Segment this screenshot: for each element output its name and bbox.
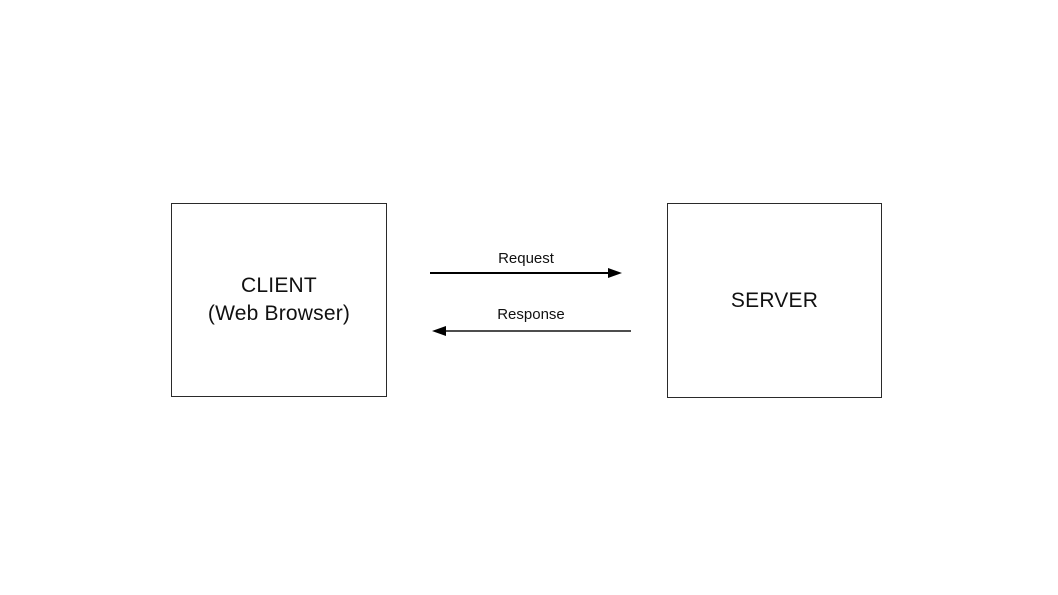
server-box: SERVER	[667, 203, 882, 398]
request-arrowhead-icon	[608, 268, 622, 278]
request-arrow-line	[430, 272, 609, 274]
client-title: CLIENT	[241, 274, 317, 297]
server-title: SERVER	[730, 288, 819, 312]
client-subtitle: (Web Browser)	[207, 302, 351, 325]
server-box-label: SERVER	[731, 287, 818, 315]
response-arrow-line	[446, 330, 631, 332]
request-arrow-label: Request	[498, 250, 554, 267]
response-arrow-label: Response	[497, 306, 565, 323]
response-arrowhead-icon	[432, 326, 446, 336]
client-box-label: CLIENT (Web Browser)	[208, 272, 350, 328]
client-box: CLIENT (Web Browser)	[171, 203, 387, 397]
